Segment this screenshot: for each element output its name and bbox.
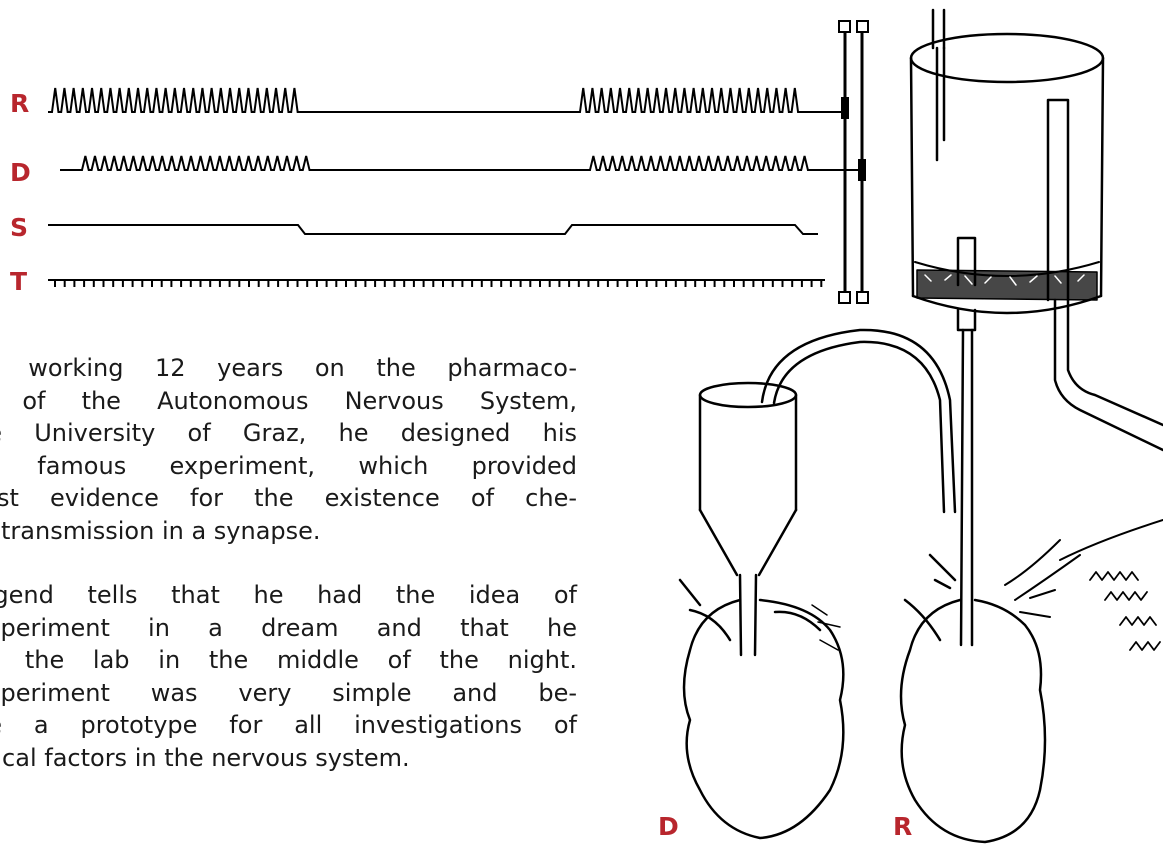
heart-d — [684, 600, 843, 838]
text-line: er working 12 years on the pharmaco- — [0, 352, 577, 385]
paragraph-experiment-history: er working 12 years on the pharmaco- y o… — [0, 352, 577, 547]
transfer-tube — [762, 330, 955, 512]
text-line: al transmission in a synapse. — [0, 515, 577, 548]
text-line: y of the Autonomous Nervous System, — [0, 385, 577, 418]
heart-label-d: D — [658, 812, 679, 841]
reservoir-granules — [917, 270, 1097, 300]
text-line: experiment was very simple and be- — [0, 677, 577, 710]
funnel — [700, 383, 796, 655]
text-line: to the lab in the middle of the night. — [0, 644, 577, 677]
paragraph-experiment-legend: legend tells that he had the idea of exp… — [0, 579, 577, 774]
trace-label-t: T — [10, 267, 27, 296]
text-line: first evidence for the existence of che- — [0, 482, 577, 515]
heart-label-r: R — [893, 812, 912, 841]
trace-label-d: D — [10, 158, 31, 187]
text-line: he University of Graz, he designed his — [0, 417, 577, 450]
text-line: experiment in a dream and that he — [0, 612, 577, 645]
heart-apparatus-drawing: D R — [630, 0, 1163, 846]
text-line: ne a prototype for all investigations of — [0, 709, 577, 742]
trace-label-r: R — [10, 89, 29, 118]
trace-label-s: S — [10, 213, 28, 242]
text-line: legend tells that he had the idea of — [0, 579, 577, 612]
vagus-electrode — [1060, 520, 1163, 560]
text-line: st famous experiment, which provided — [0, 450, 577, 483]
heart-perfusion-apparatus: D R — [630, 0, 1163, 846]
body-text: er working 12 years on the pharmaco- y o… — [0, 352, 577, 774]
text-line: mical factors in the nervous system. — [0, 742, 577, 775]
